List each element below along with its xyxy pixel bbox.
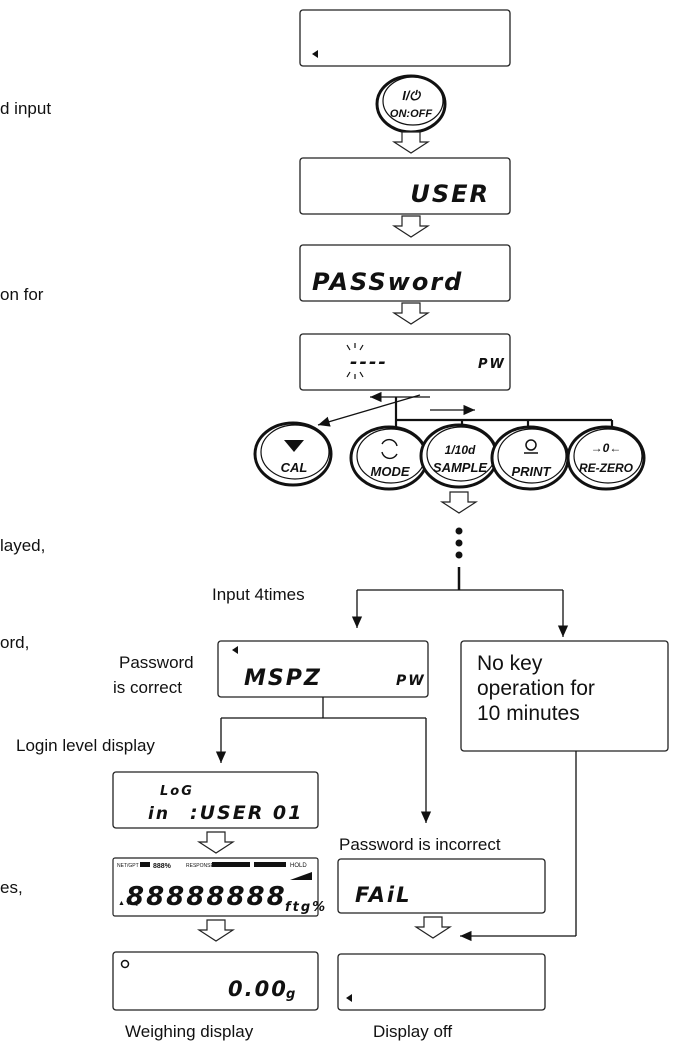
blink-marks — [346, 343, 364, 379]
full-legend-left: NET/GPT — [117, 863, 139, 869]
display-login-level: LoG in :USER 01 — [112, 771, 319, 829]
display-pw-dashes: ---- — [350, 352, 388, 373]
display-entered-tag: PW — [396, 673, 426, 689]
full-legend-resp: RESPONSE — [186, 863, 214, 869]
hollow-arrow-4 — [439, 491, 479, 514]
mode-button[interactable]: MODE — [349, 425, 429, 491]
no-key-line-3: 10 minutes — [477, 702, 580, 725]
margin-text-3: layed, — [0, 536, 45, 555]
print-icon — [524, 439, 538, 454]
margin-text-2: on for — [0, 285, 44, 304]
display-entered-password: MSPZ PW — [217, 640, 429, 698]
onoff-button-top: I/⏻ — [402, 88, 421, 103]
display-full-segments: NET/GPT 888% RESPONSE HOLD ▲▼◀ 88888888 … — [112, 857, 327, 917]
no-key-box: No key operation for 10 minutes — [460, 640, 669, 752]
onoff-button-bottom: ON:OFF — [390, 108, 432, 120]
display-password-text: PASSword — [312, 268, 463, 296]
full-segment-digits: 88888888 — [126, 882, 287, 912]
password-correct-label-1: Password — [119, 653, 194, 672]
arrow-to-cal — [317, 394, 421, 427]
zero-icon: →0← — [591, 441, 622, 455]
branch-lines — [351, 589, 569, 637]
sample-button-bottom: SAMPLE — [433, 460, 488, 475]
display-off-label: Display off — [373, 1022, 452, 1041]
full-side-arrows: ▲▼◀ — [118, 900, 138, 907]
margin-text-5: es, — [0, 878, 23, 897]
rezero-button[interactable]: →0← RE-ZERO — [566, 425, 646, 491]
cal-button[interactable]: CAL — [253, 421, 333, 487]
print-button[interactable]: PRINT — [490, 425, 570, 491]
margin-text-1: d input — [0, 99, 51, 118]
login-top-text: LoG — [160, 784, 194, 799]
cal-button-label: CAL — [281, 460, 308, 475]
weighing-value-text: 0.00 — [228, 977, 288, 1001]
display-user: USER — [299, 157, 511, 215]
password-correct-label-2: is correct — [113, 678, 182, 697]
display-fail-text: FAiL — [355, 883, 411, 907]
input-times-label: Input 4times — [212, 585, 305, 604]
mode-button-label: MODE — [371, 464, 410, 479]
display-fail: FAiL — [337, 858, 546, 914]
rezero-button-label: RE-ZERO — [579, 461, 634, 475]
login-bottom-text: in — [148, 804, 170, 824]
hollow-arrow-7 — [413, 916, 453, 939]
display-user-text: USER — [410, 180, 490, 208]
sample-button[interactable]: 1/10d SAMPLE — [419, 423, 499, 489]
display-weighing: 0.00 g — [112, 951, 319, 1011]
full-legend-pct: 888% — [153, 863, 172, 870]
sample-button-top: 1/10d — [445, 443, 476, 457]
weighing-unit-text: g — [286, 987, 297, 1002]
display-password: PASSword — [299, 244, 511, 302]
continuation-dots — [455, 527, 463, 559]
hollow-arrow-6 — [196, 919, 236, 942]
full-legend-hold: HOLD — [290, 863, 307, 869]
hollow-arrow-1 — [391, 131, 431, 154]
cycle-icon — [381, 438, 398, 460]
down-triangle-icon — [284, 440, 304, 452]
hollow-arrow-2 — [391, 215, 431, 238]
login-value-text: :USER 01 — [190, 802, 303, 824]
display-pw-entry: ---- PW — [299, 333, 511, 391]
no-key-line-2: operation for — [477, 677, 595, 700]
margin-text-4: ord, — [0, 633, 29, 652]
login-level-label: Login level display — [16, 736, 155, 755]
display-off-final — [337, 953, 546, 1011]
no-key-line-1: No key — [477, 652, 543, 675]
display-off-initial — [299, 9, 511, 67]
onoff-button[interactable]: I/⏻ ON:OFF — [375, 74, 447, 134]
display-pw-tag: PW — [478, 357, 506, 372]
weighing-display-label: Weighing display — [125, 1022, 254, 1041]
stable-indicator — [120, 959, 130, 969]
print-button-label: PRINT — [512, 464, 552, 479]
password-incorrect-label: Password is incorrect — [339, 835, 501, 854]
result-branch — [215, 697, 432, 823]
timeout-path — [460, 751, 577, 942]
full-unit-text: ftg% — [285, 900, 327, 915]
hollow-arrow-5 — [196, 831, 236, 854]
display-entered-text: MSPZ — [244, 666, 322, 691]
hollow-arrow-3 — [391, 302, 431, 325]
